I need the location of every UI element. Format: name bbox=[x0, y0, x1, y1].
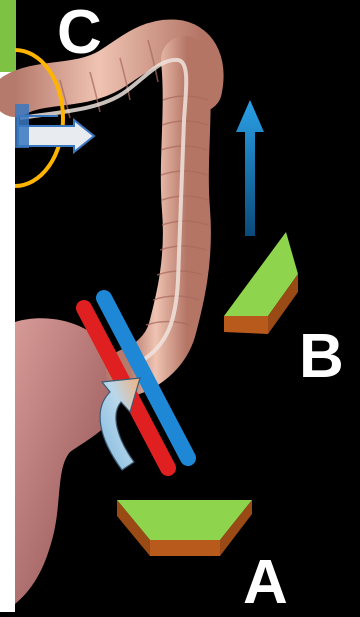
platform-a bbox=[117, 500, 252, 556]
descending-colon bbox=[130, 60, 187, 372]
label-a: A bbox=[243, 552, 288, 614]
green-accent-bar bbox=[0, 0, 16, 72]
double-arrow-icon bbox=[15, 104, 94, 152]
platform-b bbox=[224, 232, 298, 334]
label-b: B bbox=[299, 326, 344, 388]
up-arrow-icon bbox=[236, 100, 264, 236]
label-c: C bbox=[57, 2, 102, 64]
